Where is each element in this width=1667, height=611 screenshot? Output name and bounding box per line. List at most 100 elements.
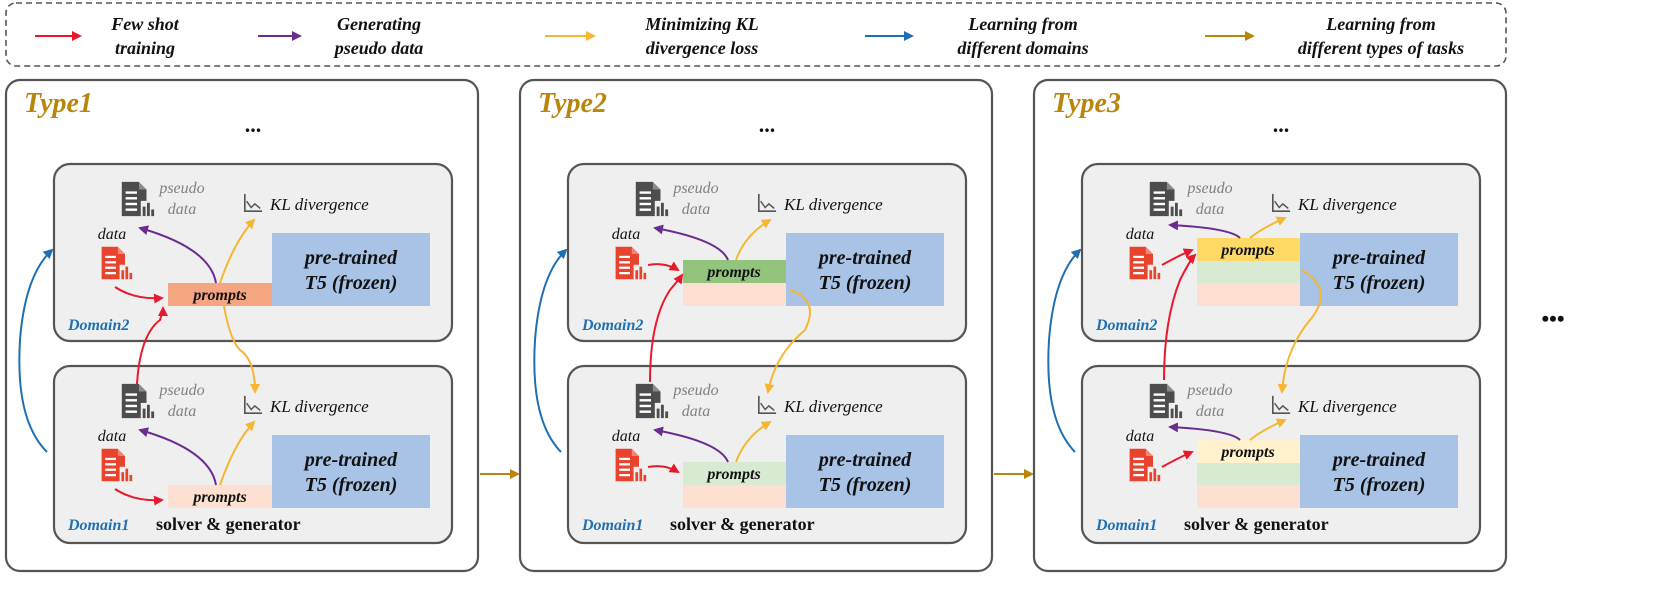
type3-domain1-prompts-prev2 (1197, 485, 1300, 508)
type2-d1-generate-arrow (653, 426, 729, 463)
type3-domain-transfer-arrow (1047, 248, 1082, 453)
type2-domain2-pseudo-label-2: data (682, 201, 710, 218)
type3-d1-kl-arrow (1249, 418, 1287, 441)
type1-d1-fewshot-arrow (114, 488, 164, 506)
type2-domain1-prompts-label: prompts (705, 466, 760, 483)
type1-domain2-pseudo-label-2: data (168, 201, 196, 218)
type1-domain1-t5-line2: T5 (frozen) (305, 474, 398, 496)
type3-domain1-t5-line1: pre-trained (1331, 449, 1426, 471)
type3-cross-kl-arrow (1277, 269, 1322, 394)
type1-title: Type1 (24, 88, 93, 119)
type2-domain2-t5-line1: pre-trained (817, 247, 912, 269)
type3-domain2-t5-line2: T5 (frozen) (1333, 272, 1426, 294)
type2-d1-fewshot-arrow (647, 463, 680, 474)
type2-panel: Type2 ... pseudo data KL divergence data… (518, 78, 994, 573)
type3-domain1-label: Domain1 (1095, 517, 1157, 534)
type3-domain1-t5-line2: T5 (frozen) (1333, 474, 1426, 496)
type2-d2-generate-arrow (653, 224, 729, 261)
type2-domain2-prompts (683, 260, 786, 283)
type1-domain1-t5-block (272, 435, 430, 508)
type2-domain2-pseudo-label-1: pseudo (672, 180, 718, 197)
type1-domain2-t5-line1: pre-trained (303, 247, 398, 269)
type3-domain2-pseudo-label-2: data (1196, 201, 1224, 218)
type2-title: Type2 (538, 88, 607, 119)
type1-domain2-t5-block (272, 233, 430, 306)
type2-domain1-data-label: data (612, 428, 640, 445)
type1-domain1-label: Domain1 (67, 517, 129, 534)
type2-domain2-kl-label: KL divergence (783, 195, 883, 214)
type1-domain1-data-label: data (98, 428, 126, 445)
type3-d2-generate-arrow (1168, 220, 1241, 239)
type2-cross-fewshot-arrow (649, 273, 684, 383)
type1-panel: Type1 ... pseudo data KL divergence data… (4, 78, 480, 573)
type1-d2-kl-arrow (219, 218, 256, 284)
legend-few-shot-line1: Few shot (110, 14, 180, 34)
type3-title: Type3 (1052, 88, 1121, 119)
type2-domain1-pseudo-label-2: data (682, 403, 710, 420)
type3-domain2-data-label: data (1126, 226, 1154, 243)
type3-domain1-prompts (1197, 440, 1300, 463)
type1-domain2-label: Domain2 (67, 317, 129, 334)
type3-domain1-kl-label: KL divergence (1297, 397, 1397, 416)
type3-domain2-prompts-prev2 (1197, 283, 1300, 306)
type3-ellipsis: ... (1273, 112, 1290, 137)
type1-domain-transfer-arrow (18, 248, 54, 453)
type2-ellipsis: ... (759, 112, 776, 137)
type1-cross-fewshot-arrow (136, 306, 168, 385)
type1-domain2-prompts (168, 283, 272, 306)
type3-solver-label: solver & generator (1184, 514, 1329, 534)
type1-domain1-prompts (168, 485, 272, 508)
type1-domain2-t5-line2: T5 (frozen) (305, 272, 398, 294)
type2-domain2-label: Domain2 (581, 317, 643, 334)
type3-domain1-t5-block (1300, 435, 1458, 508)
type2-domain1-prompts (683, 462, 786, 485)
type3-d1-generate-arrow (1168, 422, 1241, 441)
type2-domain1-pseudo-label-1: pseudo (672, 382, 718, 399)
type1-domain1-kl-label: KL divergence (269, 397, 369, 416)
type2-d1-kl-arrow (735, 420, 772, 463)
type1-ellipsis: ... (245, 112, 262, 137)
type3-panel: Type3 ... pseudo data KL divergence data… (1032, 78, 1508, 573)
type2-cross-kl-arrow (764, 289, 811, 394)
legend-task-types-line2: different types of tasks (1298, 38, 1464, 58)
type2-domain-transfer-arrow (533, 248, 568, 453)
type2-domain1-t5-line1: pre-trained (817, 449, 912, 471)
type3-domain1-pseudo-label-1: pseudo (1186, 382, 1232, 399)
type1-domain2-prompts-label: prompts (191, 287, 246, 304)
type2-domain1-kl-label: KL divergence (783, 397, 883, 416)
type1-d1-kl-arrow (219, 420, 256, 486)
trailing-ellipsis: ••• (1541, 306, 1564, 331)
type3-domain1-prompts-prev1 (1197, 463, 1300, 485)
type3-domain2-pseudo-label-1: pseudo (1186, 180, 1232, 197)
type1-domain1-pseudo-label-2: data (168, 403, 196, 420)
type2-domain1-t5-block (786, 435, 944, 508)
type3-domain2-prompts (1197, 238, 1300, 261)
type3-d2-kl-arrow (1249, 216, 1287, 239)
legend-box (5, 2, 1507, 67)
type3-domain1-pseudo-label-2: data (1196, 403, 1224, 420)
type3-domain2-t5-block (1300, 233, 1458, 306)
type2-d2-kl-arrow (735, 218, 772, 261)
legend-task-types-line1: Learning from (1325, 14, 1436, 34)
type3-domain1-prompts-label: prompts (1219, 444, 1274, 461)
type2-domain1-label: Domain1 (581, 517, 643, 534)
type1-d1-generate-arrow (138, 427, 217, 486)
type3-domain1-data-label: data (1126, 428, 1154, 445)
type1-domain1-pseudo-label-1: pseudo (158, 382, 204, 399)
legend-generating-line1: Generating (337, 14, 421, 34)
type2-domain2-prompts-label: prompts (705, 264, 760, 281)
type2-domain1-t5-line2: T5 (frozen) (819, 474, 912, 496)
type3-d2-fewshot-arrow (1161, 248, 1194, 266)
type2-domain2-data-label: data (612, 226, 640, 243)
type3-cross-fewshot-arrow (1163, 253, 1197, 381)
type3-domain2-kl-label: KL divergence (1297, 195, 1397, 214)
type2-domain2-t5-line2: T5 (frozen) (819, 272, 912, 294)
type1-domain2-kl-label: KL divergence (269, 195, 369, 214)
type2-d2-fewshot-arrow (647, 261, 680, 272)
type3-d1-fewshot-arrow (1161, 450, 1194, 468)
type3-domain2-t5-line1: pre-trained (1331, 247, 1426, 269)
type2-domain2-prompts-prev (683, 283, 786, 306)
type3-domain2-prompts-prev1 (1197, 261, 1300, 283)
legend-minimizing-line1: Minimizing KL (644, 14, 759, 34)
